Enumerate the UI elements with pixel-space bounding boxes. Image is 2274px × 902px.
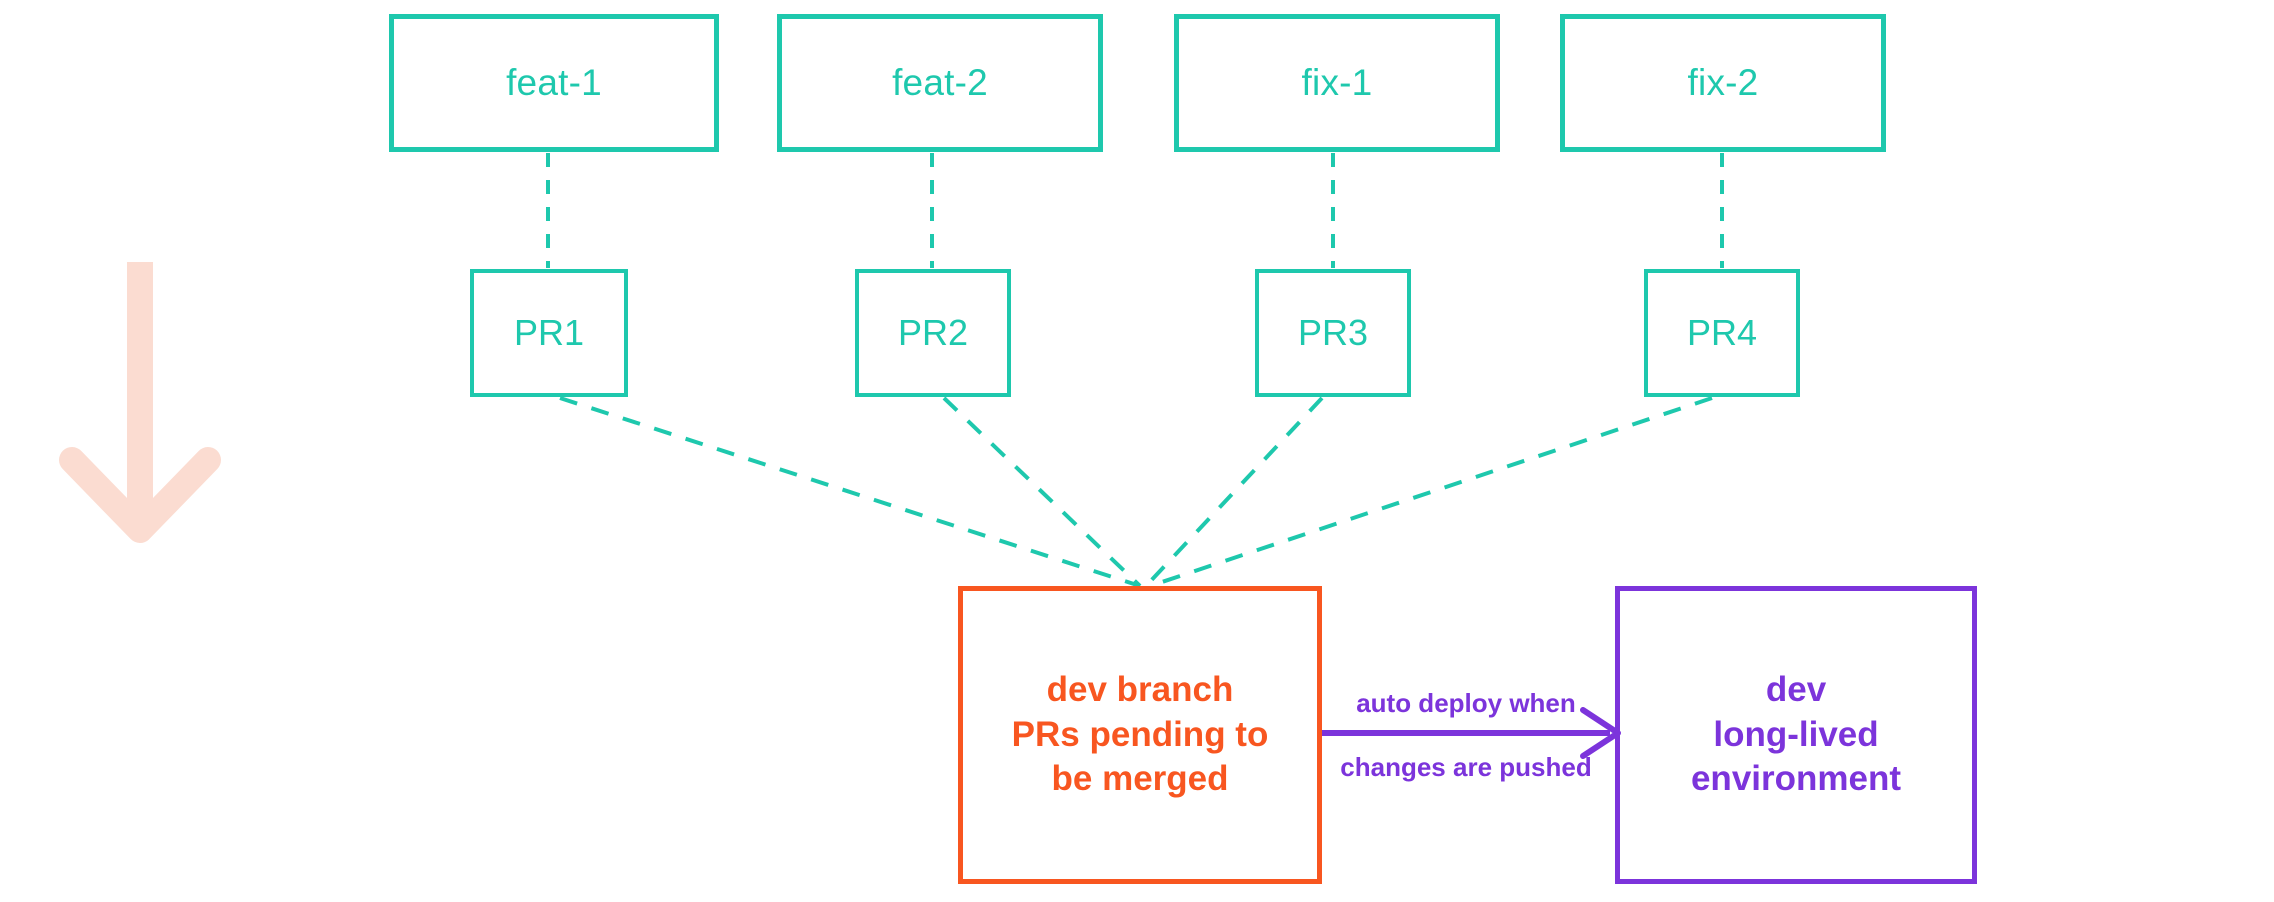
branch-node-fix-1[interactable]: fix-1	[1174, 14, 1500, 152]
branch-label: fix-2	[1687, 62, 1759, 103]
deploy-edge-label-above: auto deploy when	[1356, 688, 1576, 718]
dev-branch-line-2: PRs pending to	[1011, 714, 1269, 754]
dev-branch-line-3: be merged	[1051, 759, 1229, 799]
dev-environment-line-3: environment	[1690, 759, 1902, 799]
dev-branch-title-strong: dev	[1046, 669, 1107, 709]
pr-node-pr2[interactable]: PR2	[855, 269, 1011, 397]
pr-label: PR1	[513, 312, 585, 353]
pr-label: PR3	[1297, 312, 1369, 353]
dev-environment-title: dev	[1765, 669, 1827, 709]
branch-label: feat-2	[892, 62, 988, 103]
pr-node-pr3[interactable]: PR3	[1255, 269, 1411, 397]
branch-node-feat-1[interactable]: feat-1	[389, 14, 719, 152]
dev-branch-node[interactable]: dev branch PRs pending to be merged	[958, 586, 1322, 884]
down-arrow-icon	[59, 262, 221, 543]
connector-pr3-to-dev-branch	[1144, 396, 1324, 588]
deploy-edge-label-below: changes are pushed	[1340, 752, 1592, 782]
branch-label: feat-1	[506, 62, 602, 103]
pr-label: PR2	[897, 312, 969, 353]
branch-node-fix-2[interactable]: fix-2	[1560, 14, 1886, 152]
connector-pr4-to-dev-branch	[1149, 396, 1713, 588]
pr-node-pr4[interactable]: PR4	[1644, 269, 1800, 397]
branch-node-feat-2[interactable]: feat-2	[777, 14, 1103, 152]
dev-environment-line-2: long-lived	[1713, 714, 1879, 754]
branch-label: fix-1	[1301, 62, 1373, 103]
pr-node-pr1[interactable]: PR1	[470, 269, 628, 397]
connector-pr1-to-dev-branch	[559, 396, 1141, 588]
connector-pr2-to-dev-branch	[942, 396, 1142, 588]
dev-branch-title: dev branch	[1047, 668, 1234, 713]
pr-label: PR4	[1686, 312, 1758, 353]
dev-branch-title-rest: branch	[1106, 669, 1234, 709]
dev-environment-node[interactable]: dev long-lived environment	[1615, 586, 1977, 884]
